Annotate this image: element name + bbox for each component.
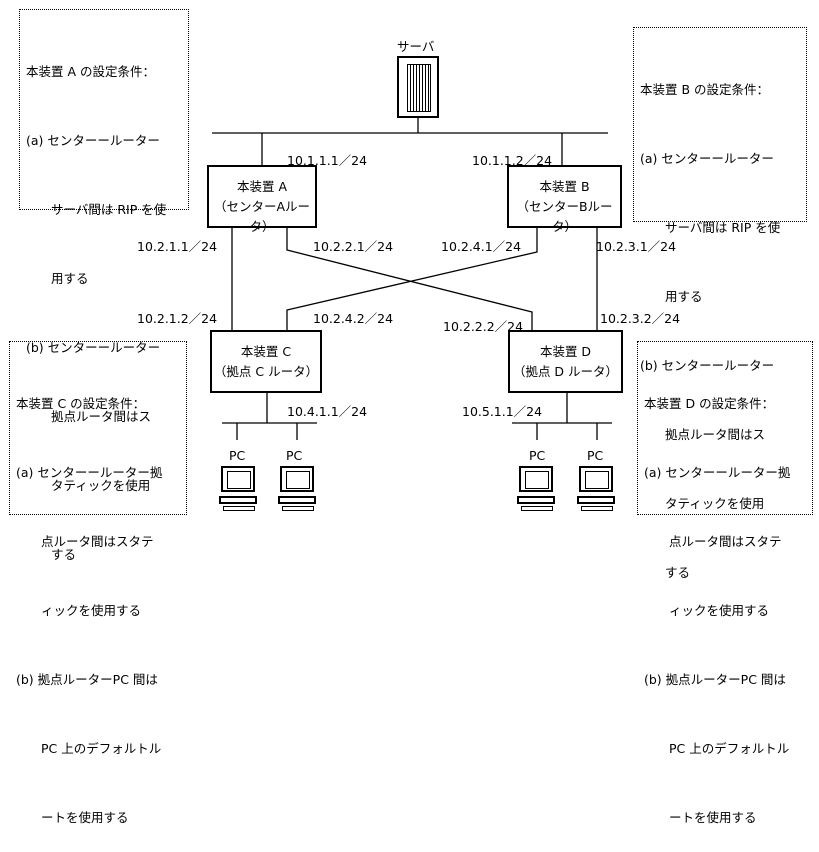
addr-c-a: 10.2.1.2／24 [137, 311, 218, 326]
addr-c-b: 10.2.4.2／24 [313, 311, 394, 326]
addr-b-d: 10.2.3.1／24 [596, 239, 677, 254]
device-a-box: 本装置 A （センターAルータ） [207, 165, 317, 234]
device-c-box: 本装置 C （拠点 C ルータ） [210, 330, 322, 393]
pc-label: PC [587, 448, 604, 463]
device-d-name: 本装置 D [539, 344, 592, 359]
pc-label: PC [229, 448, 246, 463]
device-b-box: 本装置 B （センターBルータ） [507, 165, 622, 234]
pc-label: PC [286, 448, 303, 463]
note-d-line: (b) 拠点ルーターPC 間は [644, 672, 786, 687]
note-c-line: (a) センターールーター拠 [16, 465, 163, 480]
note-b-line: 用する [640, 289, 703, 304]
pc-icon [517, 466, 557, 520]
pc-icon [577, 466, 617, 520]
note-b-line: する [640, 565, 691, 580]
device-b-role: （センターBルータ） [516, 199, 613, 234]
note-c-line: ートを使用する [16, 810, 129, 825]
note-a-line: (b) センターールーター [26, 340, 161, 355]
addr-b-c: 10.2.4.1／24 [441, 239, 522, 254]
addr-a-c: 10.2.1.1／24 [137, 239, 218, 254]
addr-b-top: 10.1.1.2／24 [472, 153, 553, 168]
addr-a-d: 10.2.2.1／24 [313, 239, 394, 254]
device-c-role: （拠点 C ルータ） [213, 364, 319, 379]
pc-icon [219, 466, 259, 520]
device-a-role: （センターAルータ） [213, 199, 311, 234]
note-c-line: (b) 拠点ルーターPC 間は [16, 672, 158, 687]
addr-d-a: 10.2.2.2／24 [443, 319, 524, 334]
note-d-line: PC 上のデフォルトル [644, 741, 790, 756]
note-d-line: 点ルータ間はスタテ [644, 534, 782, 549]
note-b-line: (a) センターールーター [640, 151, 774, 166]
note-d-line: (a) センターールーター拠 [644, 465, 791, 480]
note-b: 本装置 B の設定条件： (a) センターールーター サーバ間は RIP を使 … [633, 27, 807, 580]
note-b-line: 拠点ルータ間はス [640, 427, 766, 442]
network-links [212, 118, 612, 440]
server-icon [397, 56, 439, 118]
note-d-line: ートを使用する [644, 810, 757, 825]
device-d-box: 本装置 D （拠点 D ルータ） [508, 330, 623, 393]
note-c-line: ィックを使用する [16, 603, 142, 618]
addr-d-b: 10.2.3.2／24 [600, 311, 681, 326]
note-b-line: 本装置 B の設定条件： [640, 82, 770, 97]
note-c-line: 本装置 C の設定条件： [16, 396, 146, 411]
note-d-line: 本装置 D の設定条件： [644, 396, 775, 411]
device-a-name: 本装置 A [236, 179, 288, 194]
addr-c-lan: 10.4.1.1／24 [287, 404, 368, 419]
note-a-line: 本装置 A の設定条件： [26, 64, 155, 79]
pc-label: PC [529, 448, 546, 463]
note-d: 本装置 D の設定条件： (a) センターールーター拠 点ルータ間はスタテ ィッ… [637, 341, 813, 825]
pc-icon [278, 466, 318, 520]
note-b-line: サーバ間は RIP を使 [640, 220, 781, 235]
note-a-line: 拠点ルータ間はス [26, 409, 152, 424]
note-a-line: (a) センターールーター [26, 133, 160, 148]
note-a-line: タティックを使用 [26, 478, 151, 493]
note-d-line: ィックを使用する [644, 603, 770, 618]
note-b-line: (b) センターールーター [640, 358, 775, 373]
note-a: 本装置 A の設定条件： (a) センターールーター サーバ間は RIP を使 … [19, 9, 189, 562]
server-label: サーバ [397, 39, 435, 54]
note-a-line: サーバ間は RIP を使 [26, 202, 167, 217]
note-c-line: 点ルータ間はスタテ [16, 534, 154, 549]
device-c-name: 本装置 C [240, 344, 292, 359]
addr-d-lan: 10.5.1.1／24 [462, 404, 543, 419]
device-b-name: 本装置 B [539, 179, 590, 194]
addr-a-top: 10.1.1.1／24 [287, 153, 368, 168]
note-c-line: PC 上のデフォルトル [16, 741, 162, 756]
note-b-line: タティックを使用 [640, 496, 765, 511]
device-d-role: （拠点 D ルータ） [512, 364, 619, 379]
note-c: 本装置 C の設定条件： (a) センターールーター拠 点ルータ間はスタテ ィッ… [9, 341, 187, 825]
note-a-line: 用する [26, 271, 89, 286]
